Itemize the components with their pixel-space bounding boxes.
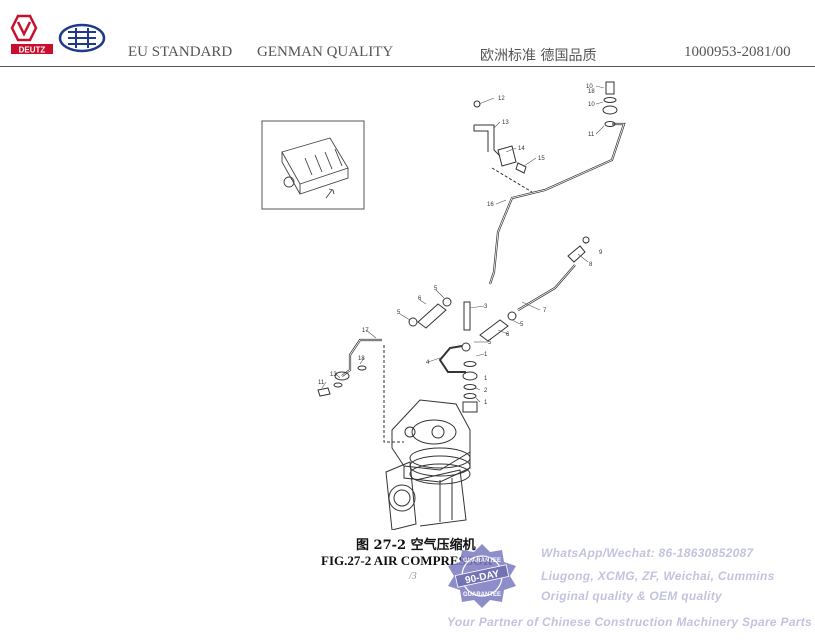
callout-6b: 6	[506, 332, 510, 338]
engine-location-inset	[261, 120, 365, 210]
callout-18b: 18	[588, 89, 595, 95]
figure-caption-english: FIG.27-2 AIR COMPRESSOR	[321, 553, 493, 568]
callout-11-top: 10	[586, 84, 593, 90]
callout-14: 14	[518, 146, 525, 152]
figure-caption-chinese: 图 27-2 空气压缩机	[356, 538, 476, 553]
document-number: 1000953-2081/00	[684, 44, 791, 60]
guarantee-seal-icon: GUARANTEE 90-DAY GUARANTEE	[448, 544, 516, 608]
watermark-tagline: Your Partner of Chinese Construction Mac…	[447, 615, 813, 629]
seal-text-top: GUARANTEE	[463, 558, 501, 564]
callout-numbers: 10 10 11 12 13 14 15 16 9 8 7 17 5 6 5 3…	[318, 84, 603, 406]
air-compressor-body	[385, 399, 471, 530]
callout-6a: 6	[418, 296, 422, 302]
callout-8: 8	[589, 262, 593, 268]
callout-1c: 1	[484, 400, 488, 406]
callout-9: 9	[599, 250, 603, 256]
air-compressor-exploded-drawing: 10 10 11 12 13 14 15 16 9 8 7 17 5 6 5 3…	[261, 81, 626, 530]
callout-10: 10	[588, 102, 595, 108]
pipe-16	[488, 122, 626, 285]
callout-16: 16	[487, 202, 494, 208]
watermark-quality: Original quality & OEM quality	[541, 589, 723, 603]
fitting-8	[567, 236, 590, 263]
banjo-fitting-top	[602, 81, 618, 127]
callout-12: 12	[498, 96, 505, 102]
watermark-contact: WhatsApp/Wechat: 86-18630852087	[541, 546, 754, 560]
callout-18a: 18	[358, 356, 365, 362]
callout-13-left: 13	[330, 372, 337, 378]
callout-15: 15	[538, 156, 545, 162]
callout-5d: 5	[488, 340, 492, 346]
header-logos: DEUTZ	[10, 14, 106, 55]
callout-3: 3	[484, 304, 488, 310]
hose-assembly-center	[408, 297, 517, 352]
callout-1a: 1	[484, 352, 488, 358]
watermark-brands: Liugong, XCMG, ZF, Weichai, Cummins	[541, 569, 775, 583]
deutz-logo-text: DEUTZ	[19, 46, 46, 55]
seal-text-bottom: GUARANTEE	[463, 592, 501, 598]
deutz-logo: DEUTZ	[10, 14, 53, 55]
callout-1b: 1	[484, 376, 488, 382]
banjo-fitting-compressor	[462, 361, 478, 413]
header-divider	[0, 66, 815, 67]
banjo-fitting-left	[317, 365, 367, 397]
chinese-slogan: 欧洲标准 德国品质	[480, 48, 597, 64]
callout-2: 2	[484, 388, 488, 394]
callout-5a: 5	[434, 286, 438, 292]
pipe-7	[517, 264, 576, 311]
callout-11-left: 11	[318, 380, 325, 386]
pipe-4	[438, 345, 466, 373]
genman-quality-text: GENMAN QUALITY	[257, 44, 394, 60]
engine-inset-sketch	[281, 137, 349, 199]
callout-5c: 5	[520, 322, 524, 328]
callout-4: 4	[426, 360, 430, 366]
bracket-13	[473, 100, 527, 174]
callout-17: 17	[362, 328, 369, 334]
page-number: /3	[409, 571, 417, 582]
faw-logo	[58, 23, 106, 53]
callout-13-top: 13	[502, 120, 509, 126]
eu-standard-text: EU STANDARD	[128, 44, 233, 60]
callout-5b: 5	[397, 310, 401, 316]
callout-7: 7	[543, 308, 547, 314]
callout-11b: 11	[588, 132, 595, 138]
